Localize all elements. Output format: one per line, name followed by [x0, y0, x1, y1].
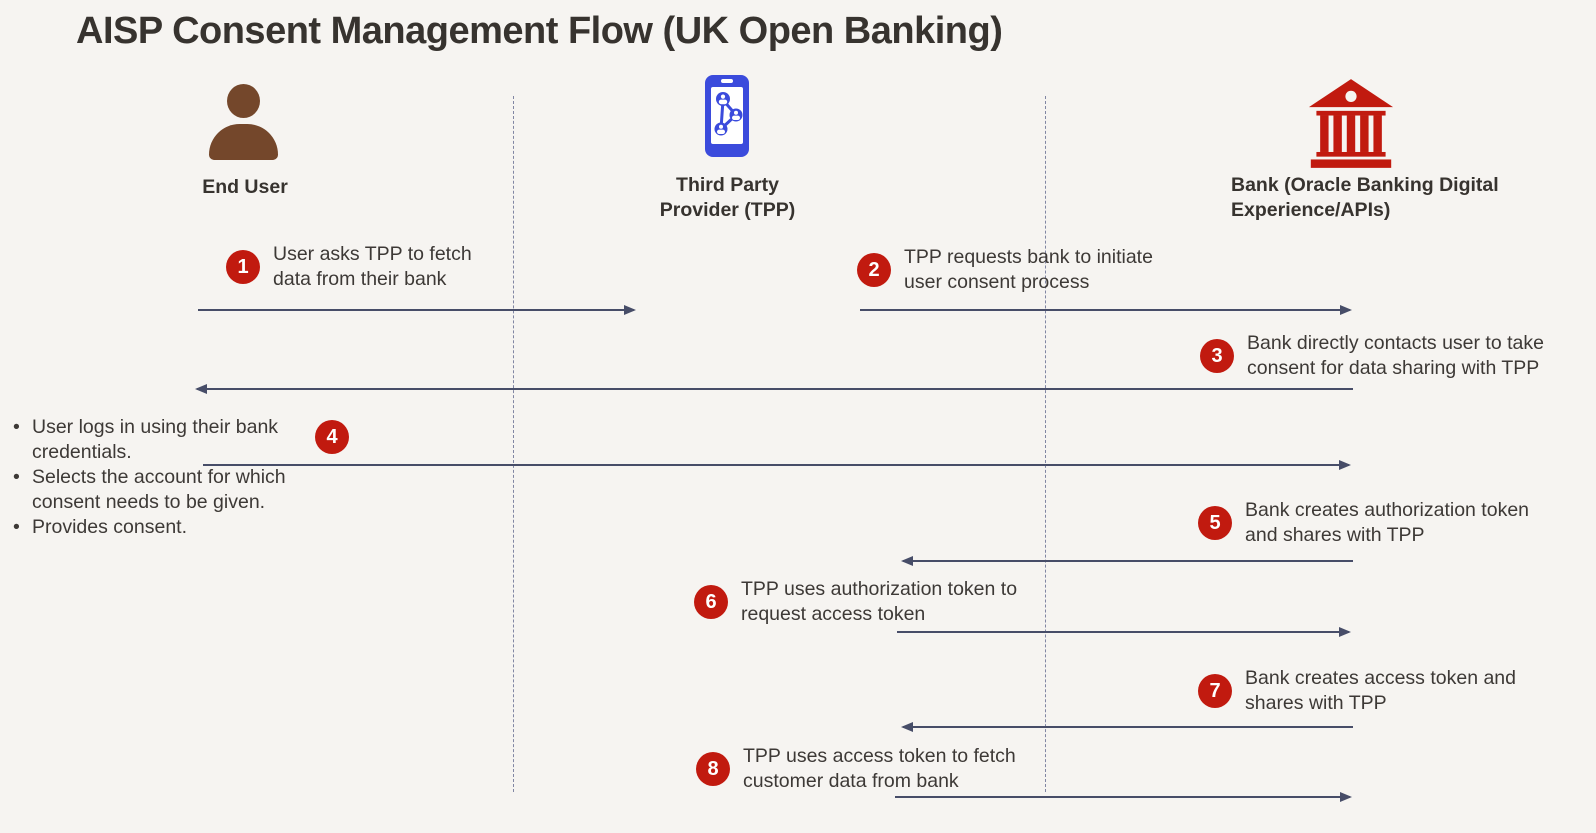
actor-tpp-name-line1: Third Party: [676, 174, 779, 196]
arrow-step-5: [903, 560, 1353, 562]
step-6: 6 TPP uses authorization token to reques…: [694, 577, 1017, 627]
step-6-text: TPP uses authorization token to request …: [741, 577, 1017, 627]
step-5: 5 Bank creates authorization token and s…: [1198, 498, 1529, 548]
actor-label-end-user: End User: [165, 175, 325, 200]
step-7-badge: 7: [1198, 674, 1232, 708]
step-1-text-line2: data from their bank: [273, 268, 447, 290]
step-1-badge: 1: [226, 250, 260, 284]
step-5-text: Bank creates authorization token and sha…: [1245, 498, 1529, 548]
step-7-text-line2: shares with TPP: [1245, 692, 1387, 714]
step-1: 1 User asks TPP to fetch data from their…: [226, 242, 472, 292]
step-3-text: Bank directly contacts user to take cons…: [1247, 331, 1544, 381]
actor-label-bank: Bank (Oracle Banking Digital Experience/…: [1231, 173, 1541, 223]
arrow-step-2: [860, 309, 1350, 311]
person-icon: [209, 84, 278, 160]
step-8-text-line2: customer data from bank: [743, 770, 959, 792]
step-5-text-line2: and shares with TPP: [1245, 524, 1425, 546]
arrow-step-8: [895, 796, 1350, 798]
actor-bank-name-line2: Experience/APIs): [1231, 199, 1391, 221]
step-3-badge: 3: [1200, 339, 1234, 373]
user-actions-list: User logs in using their bank credential…: [8, 415, 330, 540]
step-3-text-line1: Bank directly contacts user to take: [1247, 332, 1544, 354]
step-2-text-line2: user consent process: [904, 271, 1090, 293]
user-action-item: Provides consent.: [8, 515, 330, 540]
mobile-network-icon: [705, 75, 749, 157]
arrow-step-1: [198, 309, 634, 311]
user-action-item: User logs in using their bank credential…: [8, 415, 330, 465]
lane-divider-left: [513, 96, 514, 792]
step-2-badge: 2: [857, 253, 891, 287]
step-8-text-line1: TPP uses access token to fetch: [743, 745, 1016, 767]
arrow-step-6: [897, 631, 1349, 633]
arrow-step-3: [197, 388, 1353, 390]
person-icon-torso: [209, 124, 278, 160]
page-title: AISP Consent Management Flow (UK Open Ba…: [76, 10, 1003, 52]
arrow-step-7: [903, 726, 1353, 728]
step-7: 7 Bank creates access token and shares w…: [1198, 666, 1516, 716]
step-8: 8 TPP uses access token to fetch custome…: [696, 744, 1016, 794]
step-7-text: Bank creates access token and shares wit…: [1245, 666, 1516, 716]
step-1-text: User asks TPP to fetch data from their b…: [273, 242, 472, 292]
step-6-text-line2: request access token: [741, 603, 926, 625]
step-8-text: TPP uses access token to fetch customer …: [743, 744, 1016, 794]
step-8-badge: 8: [696, 752, 730, 786]
step-1-text-line1: User asks TPP to fetch: [273, 243, 472, 265]
person-icon-head: [227, 84, 260, 118]
step-5-badge: 5: [1198, 506, 1232, 540]
step-3: 3 Bank directly contacts user to take co…: [1200, 331, 1544, 381]
actor-label-tpp: Third Party Provider (TPP): [625, 173, 830, 223]
step-5-text-line1: Bank creates authorization token: [1245, 499, 1530, 521]
step-6-badge: 6: [694, 585, 728, 619]
actor-bank-name-line1: Bank (Oracle Banking Digital: [1231, 174, 1499, 196]
step-2: 2 TPP requests bank to initiate user con…: [857, 245, 1153, 295]
actor-tpp-name-line2: Provider (TPP): [659, 199, 796, 221]
step-3-text-line2: consent for data sharing with TPP: [1247, 357, 1540, 379]
actor-end-user-name: End User: [202, 176, 288, 198]
user-action-item: Selects the account for which consent ne…: [8, 465, 330, 515]
step-2-text: TPP requests bank to initiate user conse…: [904, 245, 1153, 295]
step-6-text-line1: TPP uses authorization token to: [741, 578, 1018, 600]
step-7-text-line1: Bank creates access token and: [1245, 667, 1516, 689]
bank-icon: [1308, 79, 1394, 168]
lane-divider-right: [1045, 96, 1046, 792]
step-2-text-line1: TPP requests bank to initiate: [904, 246, 1153, 268]
arrow-step-4: [203, 464, 1349, 466]
